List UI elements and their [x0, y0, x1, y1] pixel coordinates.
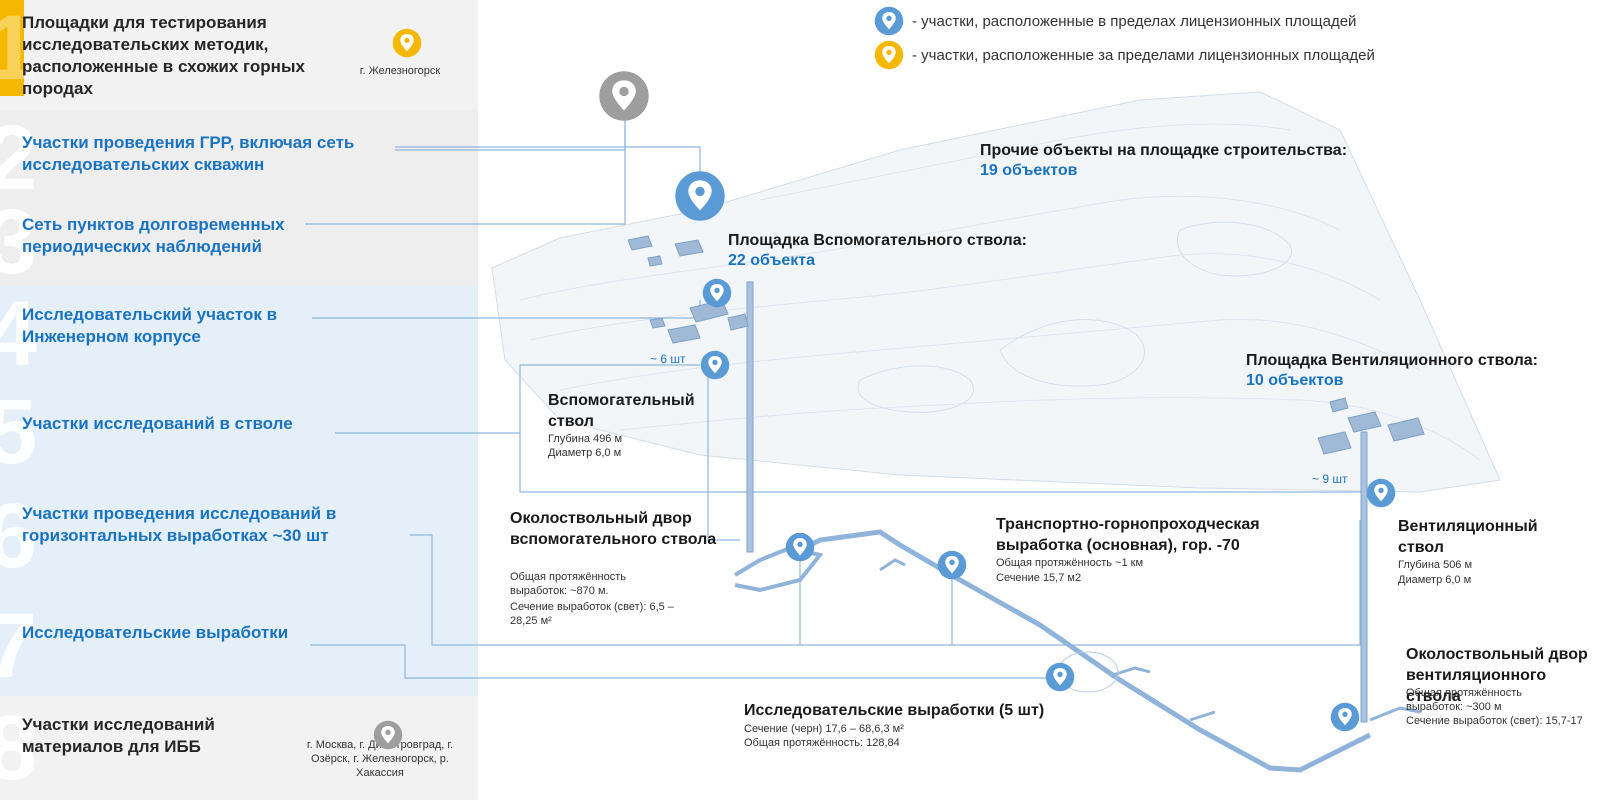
pin-label-cities: г. Москва, г. Димитровград, г. Озёрск, г… [306, 739, 454, 779]
surface-buildings [627, 235, 1425, 455]
band-items-2-3 [0, 110, 478, 286]
item-number-1: 1 [0, 0, 38, 99]
transport-drift-length: Общая протяжённость ~1 км [996, 557, 1144, 569]
item-8-text: Участки исследований материалов для ИББ [22, 715, 215, 756]
other-objects-title: Прочие объекты на площадке строительства… [980, 142, 1348, 159]
aux-site-count: 22 объекта [728, 252, 815, 269]
legend-outside: - участки, расположенные за пределами ли… [874, 40, 1375, 70]
vent-shaft-title: Вентиляционный ствол [1398, 518, 1538, 556]
item-6-text[interactable]: Участки проведения исследований в горизо… [22, 504, 337, 545]
item-4-text[interactable]: Исследовательский участок в Инженерном к… [22, 305, 278, 346]
vent-shaft-depth: Глубина 506 м [1398, 559, 1473, 571]
item-5-text[interactable]: Участки исследований в стволе [22, 414, 293, 433]
vent-site-title: Площадка Вентиляционного ствола: [1246, 352, 1538, 369]
vent-shaft-diameter: Диаметр 6,0 м [1398, 574, 1472, 586]
vent-yard-section: Сечение выработок (свет): 15,7-17 [1406, 715, 1583, 727]
transport-drift-section: Сечение 15,7 м2 [996, 572, 1082, 584]
aux-yard-title: Околоствольный двор вспомогательного ств… [510, 510, 717, 548]
item-number-5: 5 [0, 381, 38, 483]
item-number-8: 8 [0, 697, 38, 799]
research-drifts-title: Исследовательские выработки (5 шт) [744, 702, 1045, 719]
pin-label-zheleznogorsk: г. Железногорск [359, 65, 441, 77]
band-items-4-7 [0, 286, 478, 696]
aux-shaft-count: ~ 6 шт [650, 352, 686, 366]
band-item-8 [0, 696, 478, 800]
item-1-text: Площадки для тестирования исследовательс… [22, 13, 305, 98]
vent-yard-title: Околоствольный двор вентиляционного ство… [1406, 646, 1588, 705]
aux-shaft-diameter: Диаметр 6,0 м [548, 447, 622, 459]
legend-inside-text: - участки, расположенные в пределах лице… [912, 12, 1357, 30]
item-2-text[interactable]: Участки проведения ГРР, включая сеть исс… [22, 133, 355, 174]
vent-shaft-count: ~ 9 шт [1312, 472, 1348, 486]
item-3-text[interactable]: Сеть пунктов долговременных периодически… [22, 215, 285, 256]
aux-shaft-depth: Глубина 496 м [548, 433, 623, 445]
item-number-3: 3 [0, 191, 38, 293]
legend-inside: - участки, расположенные в пределах лице… [874, 6, 1356, 36]
item-number-7: 7 [0, 595, 38, 697]
aux-site-title: Площадка Вспомогательного ствола: [728, 232, 1027, 249]
vent-yard-length: Общая протяжённость выработок: ~300 м [1406, 687, 1522, 713]
band-item-1 [0, 0, 478, 110]
item-number-2: 2 [0, 107, 38, 209]
aux-yard-section: Сечение выработок (свет): 6,5 – 28,25 м² [510, 601, 674, 627]
other-objects-count: 19 объектов [980, 162, 1078, 179]
research-drifts-length: Общая протяжённость: 128,84 [744, 737, 900, 749]
aux-yard-length: Общая протяжённость выработок: ~870 м. [510, 571, 626, 597]
legend-outside-text: - участки, расположенные за пределами ли… [912, 46, 1375, 64]
item-number-4: 4 [0, 283, 38, 385]
research-drifts-section: Сечение (черн) 17,6 – 68,6,3 м² [744, 723, 904, 735]
transport-drift-title: Транспортно-горнопроходческая выработка … [996, 516, 1260, 554]
legend-yellow-pin-icon [874, 40, 904, 70]
vent-site-count: 10 объектов [1246, 372, 1344, 389]
aux-shaft-title: Вспомогательный ствол [548, 392, 695, 430]
item-number-6: 6 [0, 485, 38, 587]
left-panel: 1 2 3 4 5 6 7 8 Площадки для тестировани… [0, 0, 478, 800]
item-7-text[interactable]: Исследовательские выработки [22, 623, 289, 642]
connector-lines [305, 114, 1381, 679]
legend-blue-pin-icon [874, 6, 904, 36]
highlight-tab [0, 0, 24, 96]
